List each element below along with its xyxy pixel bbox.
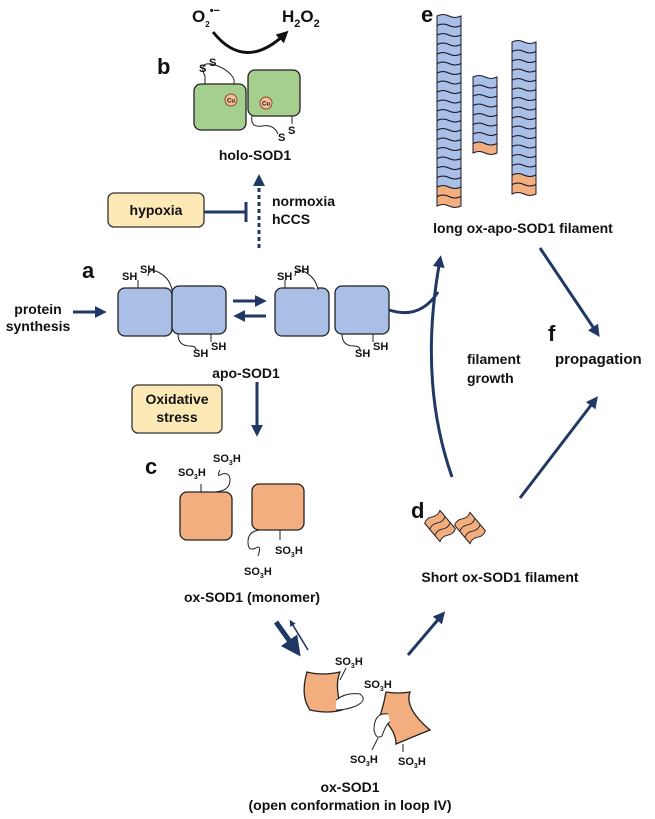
- apo-sod1-label: apo-SOD1: [212, 365, 280, 381]
- copper-ion-left: [224, 93, 238, 107]
- panel-label-e: e: [421, 2, 433, 27]
- thiol-label: SH: [140, 264, 155, 276]
- disulfide-s2: S: [209, 57, 216, 69]
- short-filament-body: [454, 511, 486, 545]
- short-filament-2: [454, 511, 486, 545]
- ox-open-label-line1: ox-SOD1: [320, 779, 379, 795]
- short-filament-label: Short ox-SOD1 filament: [421, 569, 578, 585]
- panel-label-d: d: [411, 498, 424, 523]
- apo-sod1-dimer-open: SH SH SH SH: [274, 264, 390, 360]
- oxidative-stress-line2: stress: [156, 409, 197, 425]
- disulfide-s3: S: [278, 132, 285, 144]
- hccs-label: hCCS: [272, 211, 310, 227]
- thiol-label: SH: [277, 271, 292, 283]
- panel-label-b: b: [157, 54, 170, 79]
- apo-sod1-segment: [511, 40, 537, 54]
- short-propagation-arrow: [518, 396, 598, 499]
- short-filament-interface: [429, 516, 446, 530]
- thiol-label: SH: [193, 348, 208, 360]
- sulfonic-acid-label: SO3H: [178, 467, 206, 481]
- holo-sod1-label: holo-SOD1: [219, 147, 292, 163]
- panel-label-a: a: [82, 258, 95, 283]
- apo-subunit-3: [274, 287, 330, 337]
- ox-open-label-line2: (open conformation in loop IV): [249, 797, 452, 813]
- panel-label-c: c: [145, 454, 157, 479]
- metallation-arrowhead: [253, 174, 265, 186]
- normoxia-label: normoxia: [272, 193, 335, 209]
- apo-subunit-4: [334, 285, 390, 335]
- panel-label-f: f: [548, 321, 556, 346]
- protein-synthesis-line2: synthesis: [6, 318, 71, 334]
- ox-sod1-open-conformation: SO3H SO3H SO3H SO3H: [303, 656, 432, 770]
- sulfonic-acid-label: SO3H: [350, 754, 378, 768]
- oxidative-stress-line1: Oxidative: [145, 391, 208, 407]
- propagation-label: propagation: [555, 351, 642, 368]
- oxidative-stress-box: [131, 384, 223, 434]
- hydrogen-peroxide-label: H2O2: [282, 7, 320, 30]
- reaction-arrow: [211, 30, 289, 54]
- copper-label-left: Cu: [227, 99, 235, 105]
- ox-open-right: [379, 691, 432, 745]
- long-ox-apo-sod1-filaments: [436, 14, 537, 208]
- ox-monomer-left: [179, 491, 233, 541]
- disulfide-s1: S: [199, 63, 206, 75]
- sulfonic-acid-label: SO3H: [398, 756, 426, 770]
- short-ox-sod1-filaments: [424, 509, 486, 545]
- hypoxia-label: hypoxia: [130, 202, 183, 218]
- protein-synthesis-line1: protein: [14, 301, 61, 317]
- holo-subunit-right: [247, 69, 301, 117]
- thiol-label: SH: [211, 341, 226, 353]
- thiol-label: SH: [294, 264, 309, 276]
- thiol-label: SH: [355, 348, 370, 360]
- thiol-label: SH: [373, 341, 388, 353]
- short-filament-body: [424, 509, 456, 543]
- filament-growth-line1: filament: [467, 351, 521, 367]
- holo-loop-top: [202, 63, 235, 89]
- copper-label-right: Cu: [262, 102, 270, 108]
- sulfonic-acid-label: SO3H: [335, 656, 363, 670]
- apo-sod1-segment: [472, 75, 498, 89]
- apo-sod1-segment: [436, 14, 462, 28]
- short-filament-interface: [464, 524, 481, 538]
- filament-growth-line2: growth: [467, 370, 514, 386]
- hypoxia-box: [107, 192, 205, 228]
- superoxide-reaction: O2•− H2O2: [192, 5, 320, 54]
- opening-arrow-thick: [273, 620, 301, 657]
- apo-to-filament-curve: [388, 291, 440, 315]
- sulfonic-acid-label: SO3H: [213, 453, 241, 467]
- sulfonic-acid-label: SO3H: [364, 679, 392, 693]
- disulfide-s4: S: [288, 125, 295, 137]
- apo-subunit-2: [171, 285, 227, 335]
- sulfonic-acid-label: SO3H: [244, 566, 272, 580]
- holo-sod1-dimer: S S Cu Cu S S: [193, 57, 301, 144]
- ox-monomer-label: ox-SOD1 (monomer): [184, 589, 320, 605]
- nucleation-arrow: [406, 611, 446, 656]
- sulfonic-acid-label: SO3H: [275, 545, 303, 559]
- ox-monomer-right: [251, 483, 305, 531]
- apo-subunit-1: [117, 287, 173, 337]
- superoxide-label: O2•−: [192, 5, 220, 29]
- short-filament-1: [424, 509, 456, 543]
- long-filament-label: long ox-apo-SOD1 filament: [433, 220, 613, 236]
- thiol-label: SH: [122, 271, 137, 283]
- closing-arrow-thin: [289, 619, 309, 651]
- short-filament-interface: [459, 518, 476, 532]
- long-propagation-arrow: [538, 247, 600, 337]
- ox-sod1-monomers: SO3H SO3H SO3H SO3H: [178, 453, 305, 580]
- short-filament-interface: [434, 522, 451, 536]
- copper-ion-right: [259, 96, 273, 110]
- holo-subunit-left: [193, 83, 247, 131]
- holo-loop-bottom: [251, 115, 279, 135]
- apo-sod1-dimer-closed: SH SH SH SH: [117, 264, 227, 360]
- filament-growth-arrow: [429, 255, 454, 478]
